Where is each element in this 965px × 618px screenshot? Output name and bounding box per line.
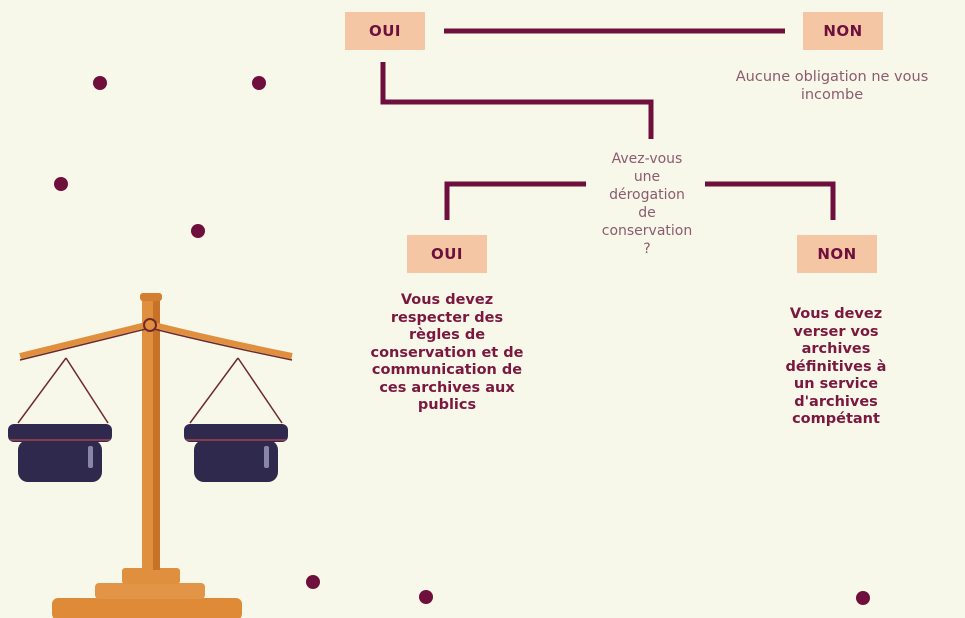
scale-base-middle — [95, 583, 205, 599]
top-no-box: NON — [803, 12, 883, 50]
branch-left-label: OUI — [430, 245, 463, 263]
top-yes-box: OUI — [345, 12, 425, 50]
scale-base-bottom — [52, 598, 242, 618]
dot — [93, 76, 107, 90]
top-yes-label: OUI — [368, 22, 401, 40]
scale-string — [189, 357, 239, 424]
dot — [191, 224, 205, 238]
scale-string — [65, 357, 109, 424]
connector-question-left — [444, 181, 586, 220]
branch-right-label: NON — [817, 245, 857, 263]
dot — [856, 591, 870, 605]
scale-pillar-shadow — [153, 298, 160, 570]
dot — [419, 590, 433, 604]
top-no-label: NON — [823, 22, 863, 40]
connector-question-right — [705, 181, 836, 220]
scale-pan-left — [8, 424, 112, 482]
scale-base-top — [122, 568, 180, 584]
scale-pivot — [143, 318, 157, 332]
dot — [306, 575, 320, 589]
branch-right-result: Vous devez verser vos archives définitiv… — [785, 306, 887, 427]
branch-right-box: NON — [797, 235, 877, 273]
scale-string — [17, 357, 67, 424]
branch-left-result: Vous devez respecter des règles de conse… — [370, 292, 524, 413]
scale-pillar-cap — [140, 293, 162, 301]
scale-string — [237, 357, 283, 424]
question-text: Avez-vous une dérogation de conservation… — [601, 151, 693, 257]
scale-pan-right — [184, 424, 288, 482]
dot — [54, 177, 68, 191]
branch-left-box: OUI — [407, 235, 487, 273]
dot — [252, 76, 266, 90]
connector-oui-question — [380, 62, 654, 139]
top-no-result: Aucune obligation ne vous incombe — [735, 69, 929, 103]
